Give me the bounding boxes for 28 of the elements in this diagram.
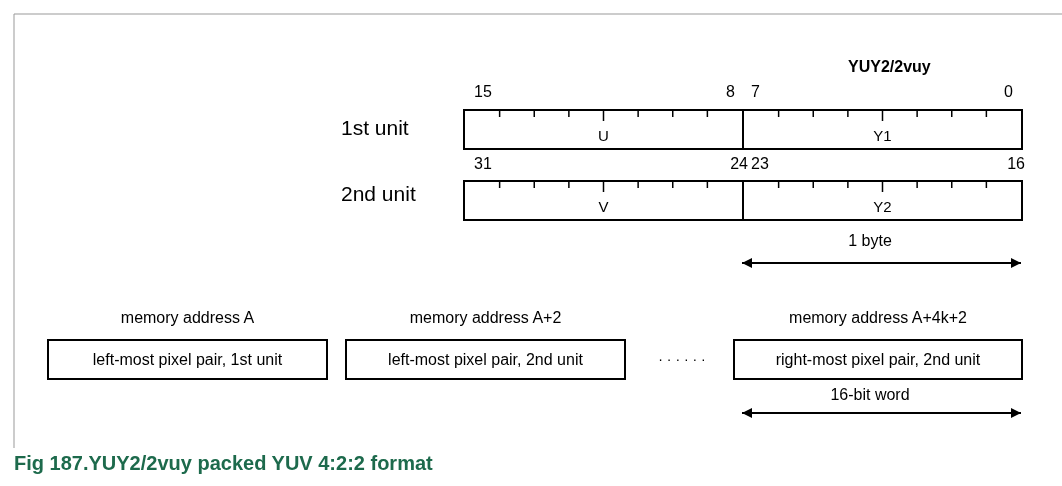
field-name: V	[598, 198, 609, 215]
diagram-label: 16	[1007, 155, 1025, 173]
diagram-label: 15	[474, 83, 492, 101]
memory-address-label: memory address A	[119, 309, 256, 327]
field-name: Y2	[873, 198, 892, 215]
diagram-label: 23	[751, 155, 769, 173]
memory-content-text: left-most pixel pair, 2nd unit	[388, 350, 583, 369]
field-name: U	[598, 127, 609, 144]
memory-content-text: right-most pixel pair, 2nd unit	[775, 350, 981, 369]
bit-field-box	[463, 180, 744, 221]
diagram-label: 31	[474, 155, 492, 173]
bit-field-box	[742, 180, 1023, 221]
memory-address-label: memory address A+2	[408, 309, 563, 327]
diagram-label: 7	[751, 83, 760, 101]
diagram-label: 8	[726, 83, 735, 101]
field-name: Y1	[873, 127, 892, 144]
diagram-label: 24	[730, 155, 748, 173]
diagram-label: · · · · · ·	[658, 351, 706, 367]
diagram-label: 0	[1004, 83, 1013, 101]
bit-field-box	[463, 109, 744, 150]
diagram-label: 1st unit	[341, 116, 409, 140]
memory-address-label: memory address A+4k+2	[788, 309, 968, 327]
diagram-label: 16-bit word	[830, 386, 910, 404]
diagram-label: YUY2/2vuy	[848, 58, 931, 76]
diagram-label: 2nd unit	[341, 182, 416, 206]
bit-field-box	[742, 109, 1023, 150]
figure-caption: Fig 187.YUY2/2vuy packed YUV 4:2:2 format	[14, 452, 433, 475]
memory-content-text: left-most pixel pair, 1st unit	[92, 350, 283, 369]
